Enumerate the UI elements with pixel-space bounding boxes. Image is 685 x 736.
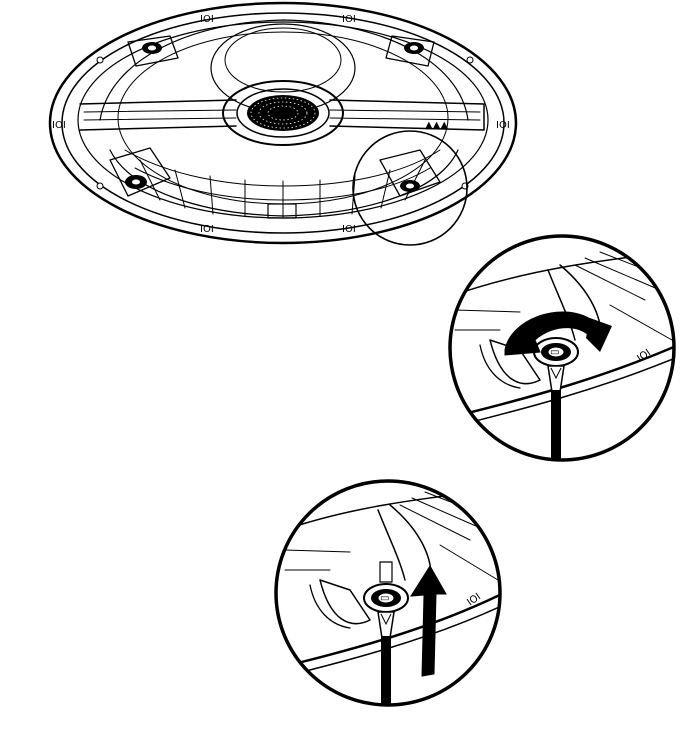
clamp-screw-top-right [385,35,435,67]
bezel-tab-marks: IOI IOI IOI IOI IOI IOI ▲▲▲ [52,14,510,235]
clamp-screw-bottom-right [379,149,441,197]
stamp-mark: ▲▲▲ [425,120,448,131]
detail-circle-lift [274,479,502,707]
detail-callout-circle [352,130,468,246]
screw-head-mark: ▭ [380,593,389,604]
screwdriver [377,611,395,705]
step-loosen-screw: ▭ IOI [448,234,676,462]
tab-mark: IOI [342,224,356,235]
clamp-screw-bottom-left [109,147,171,197]
speaker-overview: IOI IOI IOI IOI IOI IOI ▲▲▲ [48,1,518,246]
tab-mark: IOI [496,120,510,131]
detail-circle-loosen [448,234,676,462]
up-arrow-icon [410,565,447,677]
tab-mark: IOI [52,120,66,131]
step-lift-clamp: ▭ IOI [274,479,502,707]
clamp-screw-top-left [127,35,179,67]
tab-mark: IOI [200,14,214,25]
tweeter-grille [222,80,344,146]
tab-mark: IOI [342,14,356,25]
clamp-screw: ▭ [533,337,579,367]
clamp-screw: ▭ [363,583,409,613]
screwdriver [547,365,565,460]
tab-mark: IOI [200,224,214,235]
screw-head-mark: ▭ [550,347,559,358]
tab-mark: IOI [465,592,483,609]
rotate-arrow-icon [504,311,612,356]
